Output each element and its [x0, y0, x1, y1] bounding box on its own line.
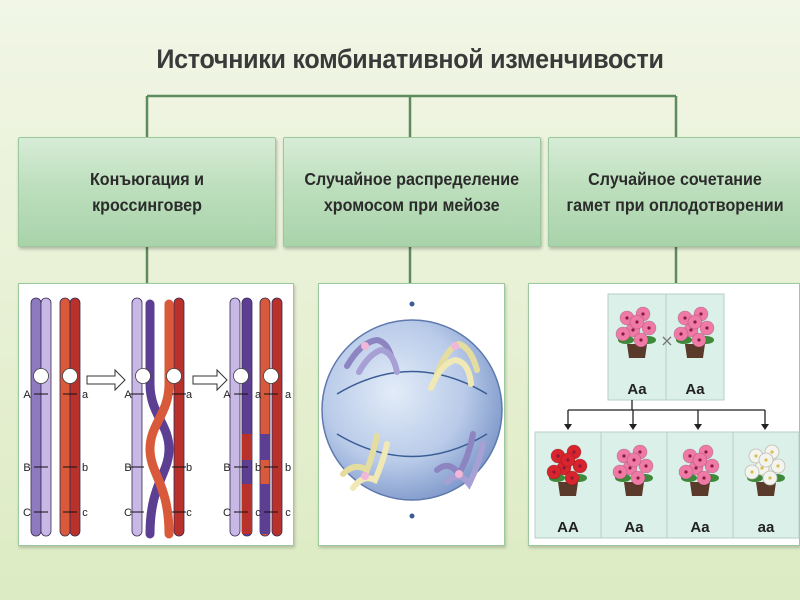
parent-genotype-label: Aa [627, 381, 647, 398]
centriole-bottom [409, 513, 415, 519]
flower-plant [744, 444, 786, 496]
locus-label: a [285, 389, 292, 401]
paternal-chromatid [59, 297, 71, 537]
centromere [361, 472, 369, 480]
inheritance-arrows [567, 400, 766, 426]
offspring-genotype-label: aa [758, 519, 775, 536]
offspring-cell: aa [732, 431, 800, 539]
parent-cell: Aa [665, 293, 725, 401]
offspring-cell: AA [534, 431, 602, 539]
source-box-line: хромосом при мейозе [324, 195, 500, 215]
chromosome-group [340, 336, 486, 491]
centromere [135, 368, 151, 384]
parent-cell: Aa [607, 293, 667, 401]
locus-label: a [82, 389, 89, 401]
locus-label: b [82, 462, 88, 474]
locus-label: A [124, 389, 132, 401]
paternal-chromatid [69, 297, 81, 537]
offspring-cell: Aa [666, 431, 734, 539]
locus-label: c [285, 507, 291, 519]
cross-symbol: × [660, 331, 673, 350]
parent-genotype-label: Aa [685, 381, 705, 398]
locus-label: c [255, 507, 261, 519]
stage-arrow [86, 368, 126, 392]
flower-plant [612, 444, 654, 496]
locus-label: A [223, 389, 231, 401]
centromere [33, 368, 49, 384]
chromatid-segment [260, 484, 270, 534]
offspring-cell: Aa [600, 431, 668, 539]
meiosis-illustration [321, 301, 503, 519]
centromere [166, 368, 182, 384]
recombinant-chromatid [271, 297, 283, 537]
centromere [62, 368, 78, 384]
arrowheads [564, 424, 769, 430]
source-box-fertilization: Случайное сочетание гамет при оплодотворе… [548, 137, 800, 247]
source-box-meiosis: Случайное распределение хромосом при мейо… [283, 137, 541, 247]
locus-label: B [124, 462, 131, 474]
offspring-genotype-label: Aa [624, 519, 644, 536]
centromere [361, 342, 369, 350]
recombinant-chromatid [259, 297, 271, 537]
locus-label: B [223, 462, 230, 474]
meiosis-panel [318, 283, 505, 546]
locus-label: b [186, 462, 192, 474]
locus-label: B [23, 462, 30, 474]
centromere [233, 368, 249, 384]
source-box-line: гамет при оплодотворении [566, 195, 784, 215]
locus-label: c [82, 507, 88, 519]
locus-label: C [223, 507, 231, 519]
chromatid-segment [260, 434, 270, 460]
centriole-top [409, 301, 415, 307]
recombinant-chromatid [229, 297, 241, 537]
stage-arrow [192, 368, 228, 392]
maternal-chromatid [131, 297, 143, 537]
locus-label: A [23, 389, 31, 401]
locus-label: a [255, 389, 262, 401]
locus-label: b [285, 462, 291, 474]
centromere [263, 368, 279, 384]
maternal-chromatid [40, 297, 52, 537]
locus-label: c [186, 507, 192, 519]
source-box-line: кроссинговер [92, 195, 202, 215]
locus-label: a [186, 389, 193, 401]
source-box-line: Случайное сочетание [588, 169, 762, 189]
maternal-chromatid [30, 297, 42, 537]
offspring-genotype-label: AA [557, 519, 579, 536]
source-box-line: Конъюгация и [89, 169, 205, 189]
flower-plant [673, 306, 715, 358]
locus-label: C [124, 507, 132, 519]
source-box-conjugation: Конъюгация и кроссинговер [18, 137, 276, 247]
locus-label: C [23, 507, 31, 519]
flower-plant [546, 444, 588, 496]
chromatid-segment [242, 434, 252, 460]
paternal-chromatid [173, 297, 185, 537]
chromatid-segment [242, 484, 252, 534]
diagram-title: Источники комбинативной изменчивости [156, 44, 664, 74]
crossing-chromatids [145, 299, 174, 539]
centromere [451, 342, 459, 350]
source-box-line: Случайное распределение [304, 169, 520, 189]
recombinant-chromatid [241, 297, 253, 537]
offspring-genotype-label: Aa [690, 519, 710, 536]
centromere [455, 470, 463, 478]
flower-plant [615, 306, 657, 358]
flower-plant [678, 444, 720, 496]
locus-label: b [255, 462, 261, 474]
